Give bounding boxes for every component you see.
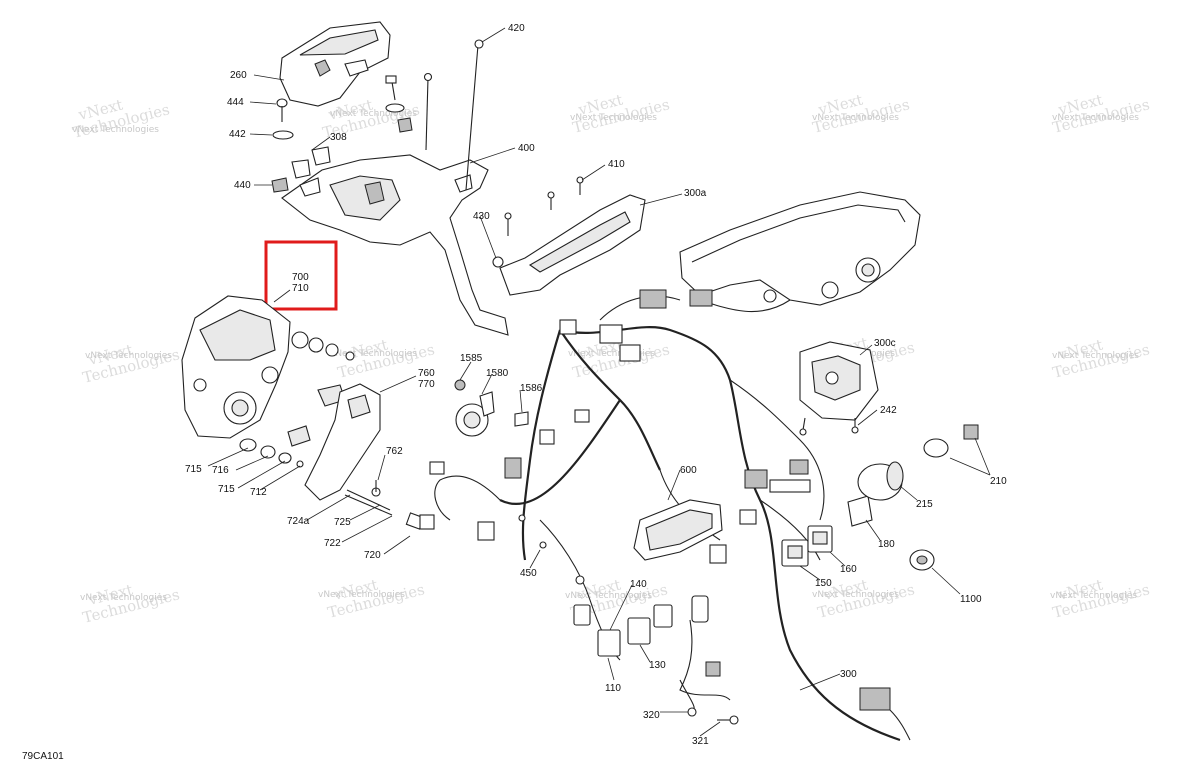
- callout-420: 420: [508, 23, 525, 34]
- callout-725: 725: [334, 517, 351, 528]
- callout-700: 700: [292, 272, 309, 283]
- fasteners-upper: [271, 39, 484, 193]
- callout-1586: 1586: [520, 383, 543, 394]
- svg-text:vNext Technologies: vNext Technologies: [812, 590, 899, 600]
- callout-215: 215: [916, 499, 933, 510]
- diagram-reference-code: 79CA101: [22, 751, 64, 762]
- svg-text:vNext Technologies: vNext Technologies: [330, 349, 417, 359]
- callout-308: 308: [330, 132, 347, 143]
- svg-text:vNext Technologies: vNext Technologies: [80, 593, 167, 603]
- switch-panel-part[interactable]: [799, 341, 879, 436]
- horn-part[interactable]: [454, 379, 529, 437]
- svg-text:vNext Technologies: vNext Technologies: [812, 113, 899, 123]
- callout-1585: 1585: [460, 353, 483, 364]
- center-bracket-part[interactable]: [281, 154, 509, 336]
- leader-lines: [207, 27, 991, 737]
- callout-715: 715: [185, 464, 202, 475]
- main-wiring-harness[interactable]: [419, 289, 911, 742]
- svg-text:vNext Technologies: vNext Technologies: [1050, 591, 1137, 601]
- callout-321: 321: [692, 736, 709, 747]
- callout-440: 440: [234, 180, 251, 191]
- upper-cover-part[interactable]: [279, 21, 391, 107]
- callout-140: 140: [630, 579, 647, 590]
- svg-text:vNext Technologies: vNext Technologies: [72, 125, 159, 135]
- callout-260: 260: [230, 70, 247, 81]
- callout-444: 444: [227, 97, 244, 108]
- callout-442: 442: [229, 129, 246, 140]
- callout-110: 110: [605, 683, 621, 694]
- callout-724a: 724a: [287, 516, 310, 527]
- instrument-cluster-part[interactable]: [633, 499, 723, 561]
- callout-300c: 300c: [874, 338, 896, 349]
- callout-320: 320: [643, 710, 660, 721]
- callout-762: 762: [386, 446, 403, 457]
- callout-710: 710: [292, 283, 309, 294]
- svg-text:vNext Technologies: vNext Technologies: [565, 591, 652, 601]
- svg-text:vNext Technologies: vNext Technologies: [85, 351, 172, 361]
- callout-722: 722: [324, 538, 341, 549]
- accessory-parts[interactable]: [847, 424, 979, 571]
- svg-text:vNext Technologies: vNext Technologies: [570, 113, 657, 123]
- callout-716: 716: [212, 465, 229, 476]
- callout-300: 300: [840, 669, 857, 680]
- svg-text:vNext Technologies: vNext Technologies: [568, 349, 655, 359]
- callout-760: 760: [418, 368, 435, 379]
- callout-715b: 715: [218, 484, 235, 495]
- switch-connectors[interactable]: [573, 595, 721, 677]
- svg-text:vNext Technologies: vNext Technologies: [330, 109, 417, 119]
- callout-180: 180: [878, 539, 895, 550]
- highlight-box: [264, 240, 338, 311]
- callout-400: 400: [518, 143, 535, 154]
- headlight-bracket-part[interactable]: [304, 383, 425, 530]
- callout-210: 210: [990, 476, 1007, 487]
- callout-410: 410: [608, 159, 625, 170]
- callout-600: 600: [680, 465, 697, 476]
- lower-harness-part[interactable]: [679, 679, 739, 725]
- svg-text:vNext Technologies: vNext Technologies: [318, 590, 405, 600]
- callout-712: 712: [250, 487, 267, 498]
- callout-labels: 420 260 444 442 308 440 400 410 300a 430…: [185, 23, 1007, 747]
- callout-770: 770: [418, 379, 435, 390]
- callout-160: 160: [840, 564, 857, 575]
- support-panel-part[interactable]: [492, 176, 646, 296]
- callout-720: 720: [364, 550, 381, 561]
- callout-150: 150: [815, 578, 832, 589]
- callout-1100: 1100: [960, 594, 982, 605]
- svg-text:vNext Technologies: vNext Technologies: [1052, 113, 1139, 123]
- callout-300a: 300a: [684, 188, 707, 199]
- svg-text:vNext Technologies: vNext Technologies: [1052, 351, 1139, 361]
- callout-430: 430: [473, 211, 490, 222]
- callout-130: 130: [649, 660, 666, 671]
- front-frame-part[interactable]: [679, 191, 921, 306]
- callout-242: 242: [880, 405, 897, 416]
- callout-1580: 1580: [486, 368, 509, 379]
- headlight-assembly-part[interactable]: [181, 295, 291, 439]
- relay-part[interactable]: [781, 525, 833, 567]
- callout-450: 450: [520, 568, 537, 579]
